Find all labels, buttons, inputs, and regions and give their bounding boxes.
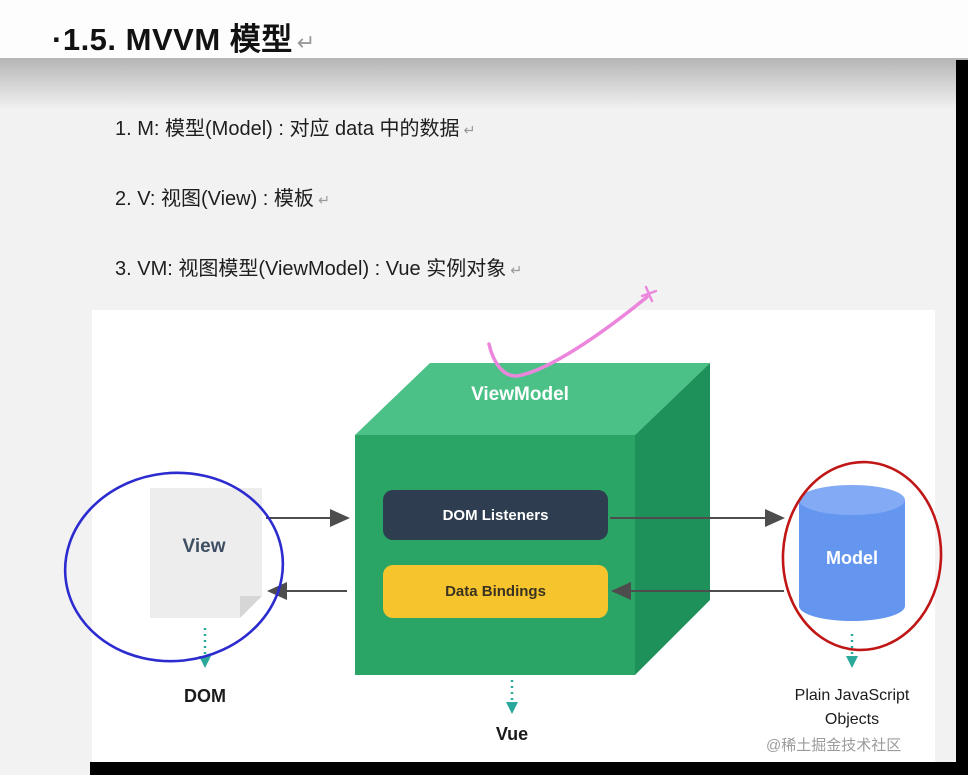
data-bindings-box: Data Bindings (383, 565, 608, 618)
dom-listeners-label: DOM Listeners (442, 506, 549, 524)
dom-listeners-box: DOM Listeners (383, 490, 608, 540)
right-black-bar (956, 60, 968, 775)
note-text: 1. M: 模型(Model) : 对应 data 中的数据 (115, 118, 460, 140)
top-background-strip (0, 0, 968, 58)
note-item-view: 2. V: 视图(View) : 模板↵ (115, 182, 522, 211)
data-bindings-label: Data Bindings (445, 583, 546, 600)
note-item-viewmodel: 3. VM: 视图模型(ViewModel) : Vue 实例对象↵ (115, 252, 522, 281)
view-label: View (182, 536, 226, 557)
return-mark: ↵ (510, 263, 523, 279)
pink-star-annotation (640, 285, 658, 303)
page-title: ·1.5. MVVM 模型↵ (52, 14, 316, 59)
model-label: Model (826, 548, 878, 568)
cube-top-face (355, 363, 710, 435)
juejin-watermark: @稀土掘金技术社区 (766, 737, 902, 754)
mvvm-diagram-card: ViewModel DOM Listeners Data Bindings Vi… (92, 310, 935, 762)
return-mark: ↵ (296, 30, 316, 55)
note-text: 3. VM: 视图模型(ViewModel) : Vue 实例对象 (115, 258, 507, 280)
note-item-model: 1. M: 模型(Model) : 对应 data 中的数据↵ (115, 112, 522, 141)
notes-list: 1. M: 模型(Model) : 对应 data 中的数据↵ 2. V: 视图… (115, 112, 522, 322)
vue-caption: Vue (495, 724, 529, 744)
dom-caption: DOM (184, 686, 226, 706)
note-text: 2. V: 视图(View) : 模板 (115, 188, 314, 210)
pjo-caption-line1: Plain JavaScript (794, 687, 910, 704)
cube-front-face (355, 435, 635, 675)
page-title-text: ·1.5. MVVM 模型 (52, 22, 293, 57)
header-shadow-gradient (0, 58, 968, 110)
pjo-caption-line2: Objects (824, 711, 880, 728)
return-mark: ↵ (463, 123, 476, 139)
return-mark: ↵ (317, 193, 330, 209)
plain-javascript-objects-caption: Plain JavaScript Objects (752, 684, 952, 732)
viewmodel-cube-label: ViewModel (471, 384, 569, 405)
bottom-black-bar (90, 762, 968, 775)
